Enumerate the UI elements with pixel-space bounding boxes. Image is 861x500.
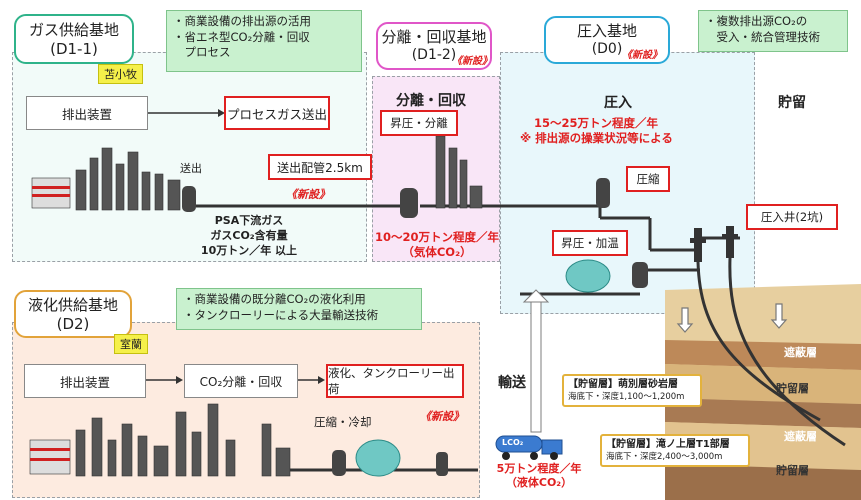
- d0-note-line: ・複数排出源CO₂の: [705, 14, 808, 28]
- reservoir-info-1: 【貯留層】萌別層砂岩層 海底下・深度1,100～1,200m: [562, 374, 702, 407]
- d2-note: ・商業設備の既分離CO₂の液化利用 ・タンクローリーによる大量輸送技術: [176, 288, 422, 330]
- d1-2-plant-icon: [435, 135, 483, 209]
- d2-note-line: ・タンクローリーによる大量輸送技術: [183, 307, 379, 322]
- d0-title: 圧入基地 (D0): [544, 16, 670, 64]
- d2-exhaust-box: 排出装置: [24, 364, 146, 398]
- truck-label: LCO₂: [502, 438, 524, 447]
- d1-1-location-tag: 苫小牧: [98, 64, 143, 84]
- reservoir-info-2: 【貯留層】滝ノ上層T1部層 海底下・深度2,400～3,000m: [600, 434, 750, 467]
- d0-title-text: 圧入基地: [576, 22, 637, 40]
- d2-title-code: (D2): [56, 314, 90, 333]
- d1-1-plant-icon: [31, 147, 181, 211]
- d1-2-volume-line: （気体CO₂）: [402, 244, 472, 259]
- d0-heat-box: 昇圧・加温: [552, 230, 628, 256]
- transport-header: 輸送: [498, 375, 526, 391]
- transport-volume-text: 5万トン程度／年 （液体CO₂）: [484, 462, 594, 491]
- reservoir-info-depth: 海底下・深度2,400～3,000m: [606, 451, 723, 462]
- d2-valve-icon: [436, 452, 448, 476]
- injection-wells: [696, 257, 846, 447]
- d1-1-pipe-box: 送出配管2.5km: [268, 154, 372, 180]
- d2-liquefy-box: 液化、タンクローリー出荷: [326, 364, 464, 398]
- d1-1-send-label: 送出: [180, 162, 202, 175]
- d1-2-compressor-icon: [400, 188, 418, 218]
- reservoir-info-title: 【貯留層】滝ノ上層T1部層: [606, 439, 730, 450]
- d0-compress-box: 圧縮: [626, 166, 670, 192]
- d1-1-title-text: ガス供給基地: [28, 21, 119, 39]
- psa-line: PSA下流ガス: [214, 214, 284, 227]
- d1-2-title-text: 分離・回収基地: [381, 28, 487, 46]
- d1-2-header: 分離・回収: [396, 93, 466, 109]
- storage-header: 貯留: [778, 95, 806, 111]
- d1-1-title-code: (D1-1): [50, 39, 98, 58]
- reservoir-info-title: 【貯留層】萌別層砂岩層: [568, 379, 678, 390]
- d1-1-note-line: ・省エネ型CO₂分離・回収: [173, 29, 310, 44]
- d1-2-title-code: (D1-2): [411, 46, 457, 63]
- seal-layer-label-1: 遮蔽層: [784, 346, 817, 359]
- d1-1-new-label: 《新設》: [286, 188, 330, 201]
- transport-volume-line: 5万トン程度／年: [496, 462, 582, 475]
- psa-line: ガスCO₂含有量: [210, 228, 288, 242]
- seal-layer-label-2: 遮蔽層: [784, 430, 817, 443]
- d1-1-psa-text: PSA下流ガス ガスCO₂含有量 10万トン／年 以上: [194, 214, 304, 259]
- d1-2-new-label: 《新設》: [452, 56, 492, 67]
- d0-compressor-icon: [596, 178, 610, 208]
- d1-1-exhaust-box: 排出装置: [26, 96, 148, 130]
- d1-1-title: ガス供給基地 (D1-1): [14, 14, 134, 64]
- d0-volume-line: ※ 排出源の操業状況等による: [520, 130, 673, 145]
- d2-separation-box: CO₂分離・回収: [184, 364, 298, 398]
- d0-volume-line: 15～25万トン程度／年: [534, 116, 659, 130]
- transport-arrow: [522, 289, 550, 433]
- d1-2-volume-text: 10～20万トン程度／年 （気体CO₂）: [374, 230, 500, 260]
- d2-note-line: ・商業設備の既分離CO₂の液化利用: [183, 292, 366, 306]
- d2-compress-cool-label: 圧縮・冷却: [314, 415, 372, 429]
- d2-location-tag: 室蘭: [114, 334, 148, 354]
- d2-tank-icon: [355, 439, 401, 477]
- d1-1-process-gas-box: プロセスガス送出: [224, 96, 330, 130]
- d2-title-text: 液化供給基地: [27, 296, 118, 314]
- d0-new-label: 《新設》: [622, 50, 662, 61]
- d1-1-note-line: ・商業設備の排出源の活用: [173, 14, 311, 28]
- d0-heater-icon: [632, 262, 648, 288]
- d0-title-code: (D0): [591, 40, 623, 57]
- psa-line: 10万トン／年 以上: [200, 243, 298, 257]
- reservoir-layer-label-2: 貯留層: [776, 464, 809, 477]
- transport-volume-line: （液体CO₂）: [505, 476, 573, 490]
- d2-plant-icon: [29, 403, 291, 477]
- d0-volume-text: 15～25万トン程度／年 ※ 排出源の操業状況等による: [520, 116, 730, 146]
- d0-note-line: 受入・統合管理技術: [705, 29, 820, 44]
- reservoir-info-depth: 海底下・深度1,100～1,200m: [568, 391, 685, 402]
- d0-tank-icon: [565, 259, 611, 293]
- d1-2-volume-line: 10～20万トン程度／年: [374, 230, 499, 244]
- d0-header: 圧入: [604, 95, 632, 111]
- wellhead-icons: [690, 226, 738, 262]
- d1-2-title: 分離・回収基地 (D1-2): [376, 22, 492, 70]
- down-arrows: [676, 303, 788, 333]
- d1-1-note: ・商業設備の排出源の活用 ・省エネ型CO₂分離・回収 プロセス: [166, 10, 362, 72]
- d2-new-label: 《新設》: [420, 410, 464, 423]
- d2-title: 液化供給基地 (D2): [14, 290, 132, 338]
- d1-1-note-line: プロセス: [173, 45, 231, 60]
- d1-1-compressor-icon: [182, 186, 196, 212]
- d0-well-box: 圧入井(2坑): [746, 204, 838, 230]
- d0-note: ・複数排出源CO₂の 受入・統合管理技術: [698, 10, 848, 52]
- reservoir-layer-label-1: 貯留層: [776, 382, 809, 395]
- d1-2-pressurize-box: 昇圧・分離: [380, 110, 458, 136]
- tanker-truck-icon: [495, 435, 563, 460]
- d2-compressor-icon: [332, 450, 346, 476]
